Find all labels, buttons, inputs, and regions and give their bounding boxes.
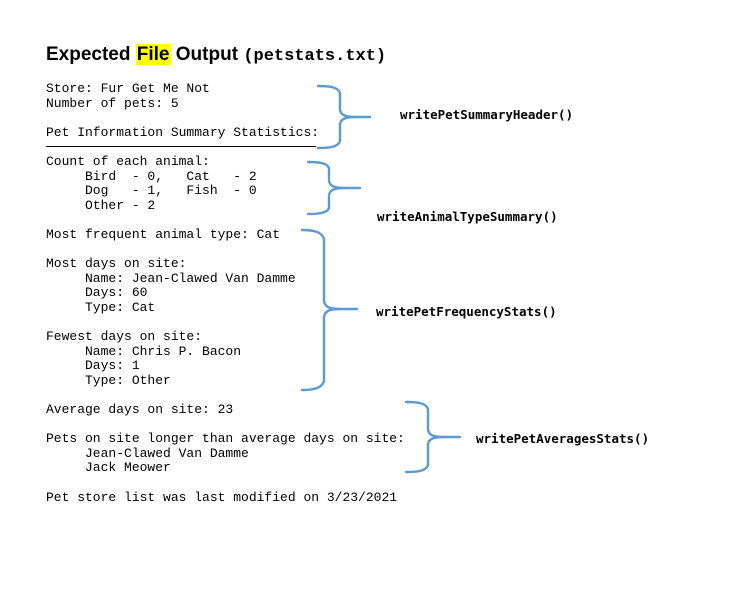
title-part-1: Expected [46, 44, 136, 65]
brace-shape-1 [316, 84, 372, 150]
output-line: Pet Information Summary Statistics: [46, 124, 320, 140]
output-line: Number of pets: 5 [46, 95, 179, 111]
output-line: Most days on site: [46, 256, 187, 272]
output-line: Name: Jean-Clawed Van Damme [46, 270, 296, 286]
output-line: Count of each animal: [46, 153, 210, 169]
output-blank-line [46, 243, 476, 258]
output-line: Type: Other [46, 372, 171, 388]
output-line: Average days on site: 23 [46, 402, 234, 418]
output-divider-rule [46, 146, 316, 161]
output-line: Pets on site longer than average days on… [46, 431, 405, 447]
title-highlight-file: File [135, 44, 171, 65]
brace-pet-summary-header [316, 84, 372, 150]
output-blank-line [46, 476, 476, 491]
brace-animal-type-summary [306, 160, 362, 216]
output-line: Jean-Clawed Van Damme [46, 445, 249, 461]
output-line: Pet store list was last modified on 3/23… [46, 489, 398, 505]
output-line: Bird - 0, Cat - 2 [46, 168, 257, 184]
title-part-2: Output [170, 44, 244, 65]
annotation-label-pet-frequency-stats: writePetFrequencyStats() [376, 304, 557, 319]
annotation-label-pet-averages-stats: writePetAveragesStats() [476, 431, 650, 446]
output-line: Days: 1 [46, 358, 140, 374]
title-filename: (petstats.txt) [243, 47, 387, 66]
output-line: Store: Fur Get Me Not [46, 81, 210, 96]
page-title: Expected File Output (petstats.txt) [46, 43, 386, 69]
output-line: Name: Chris P. Bacon [46, 343, 242, 359]
output-line: Fewest days on site: [46, 329, 203, 345]
annotation-label-animal-type-summary: writeAnimalTypeSummary() [377, 209, 558, 224]
brace-pet-averages-stats [404, 400, 464, 476]
output-line: Most frequent animal type: Cat [46, 226, 281, 242]
output-line: Type: Cat [46, 299, 156, 315]
output-line: Other - 2 [46, 197, 156, 213]
brace-pet-frequency-stats [300, 228, 360, 394]
output-line: Jack Meower [46, 460, 171, 476]
annotation-label-pet-summary-header: writePetSummaryHeader() [400, 107, 574, 122]
brace-shape-3 [300, 228, 359, 392]
output-line: Dog - 1, Fish - 0 [46, 183, 257, 199]
output-line: Days: 60 [46, 285, 148, 301]
brace-shape-2 [306, 160, 362, 216]
brace-shape-4 [404, 400, 462, 474]
